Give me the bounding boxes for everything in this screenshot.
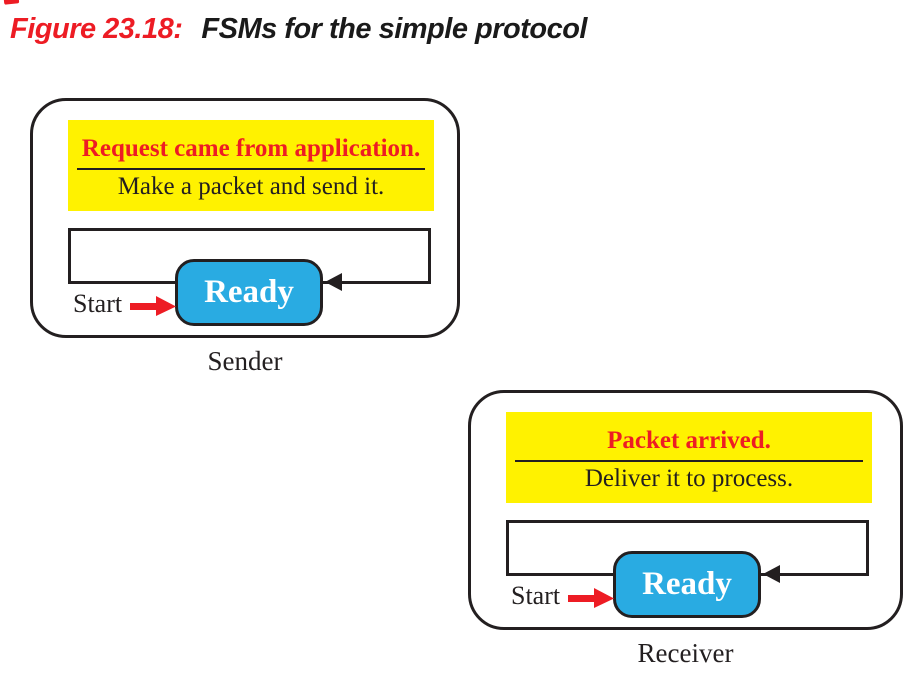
figure-title: FSMs for the simple protocol bbox=[201, 13, 587, 45]
state-label: Ready bbox=[642, 566, 732, 602]
figure-title-row: Figure 23.18: FSMs for the simple protoco… bbox=[10, 13, 587, 46]
fsm-caption: Sender bbox=[207, 346, 283, 376]
figure-label: Figure 23.18: bbox=[10, 13, 183, 45]
event-action-box: Request came from application. Make a pa… bbox=[68, 120, 434, 211]
event-action-divider bbox=[515, 460, 863, 462]
start-label: Start bbox=[511, 581, 561, 610]
fsm-panel: Request came from application. Make a pa… bbox=[30, 98, 460, 338]
state-ready: Ready bbox=[613, 551, 761, 618]
clipped-red-fragment bbox=[3, 0, 20, 5]
state-ready: Ready bbox=[175, 259, 323, 326]
event-text: Packet arrived. bbox=[607, 427, 771, 454]
action-text: Deliver it to process. bbox=[584, 465, 794, 492]
state-label: Ready bbox=[204, 274, 294, 310]
start-label: Start bbox=[73, 289, 123, 318]
event-text: Request came from application. bbox=[81, 135, 421, 162]
event-action-box: Packet arrived. Deliver it to process. bbox=[506, 412, 872, 503]
fsm-sender: Request came from application. Make a pa… bbox=[30, 98, 460, 377]
loop-arrowhead-icon bbox=[763, 565, 780, 583]
fsm-receiver: Packet arrived. Deliver it to process. R… bbox=[468, 390, 903, 669]
action-text: Make a packet and send it. bbox=[117, 173, 385, 200]
fsm-caption: Receiver bbox=[637, 638, 734, 668]
fsm-panel: Packet arrived. Deliver it to process. R… bbox=[468, 390, 903, 630]
start-arrow-icon bbox=[568, 588, 614, 608]
start-arrow-icon bbox=[130, 296, 176, 316]
loop-arrowhead-icon bbox=[325, 273, 342, 291]
event-action-divider bbox=[77, 168, 425, 170]
